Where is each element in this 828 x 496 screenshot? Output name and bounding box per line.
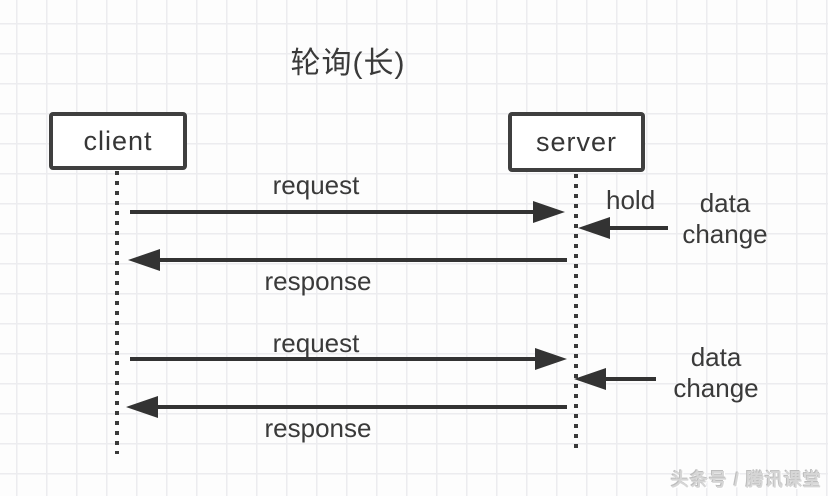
- data-change-2-label: data change: [673, 342, 759, 403]
- server-actor-label: server: [535, 126, 617, 157]
- request-1-line: [130, 210, 535, 214]
- response-2-label: response: [264, 413, 372, 443]
- data-change-1-arrowhead-icon: [578, 217, 610, 239]
- server-actor-box: server: [508, 112, 645, 172]
- client-lifeline: [115, 171, 119, 454]
- response-1-arrowhead-icon: [128, 249, 160, 271]
- response-1-label: response: [264, 266, 372, 296]
- client-actor-box: client: [49, 112, 187, 170]
- data-change-1-label: data change: [682, 188, 768, 249]
- data-change-2-line: [604, 377, 656, 381]
- response-1-line: [158, 258, 567, 262]
- client-actor-label: client: [83, 125, 153, 156]
- data-change-2-arrowhead-icon: [574, 368, 606, 390]
- request-2-line: [130, 357, 535, 361]
- data-change-1-line: [608, 226, 668, 230]
- request-2-arrowhead-icon: [535, 348, 567, 370]
- server-lifeline: [574, 174, 578, 454]
- watermark: 头条号 / 腾讯课堂: [670, 470, 822, 490]
- request-2-label: request: [272, 328, 360, 358]
- request-1-arrowhead-icon: [533, 201, 565, 223]
- hold-label: hold: [606, 185, 656, 215]
- response-2-arrowhead-icon: [126, 396, 158, 418]
- request-1-label: request: [272, 170, 360, 200]
- diagram-title: 轮询(长): [290, 47, 406, 80]
- response-2-line: [156, 405, 567, 409]
